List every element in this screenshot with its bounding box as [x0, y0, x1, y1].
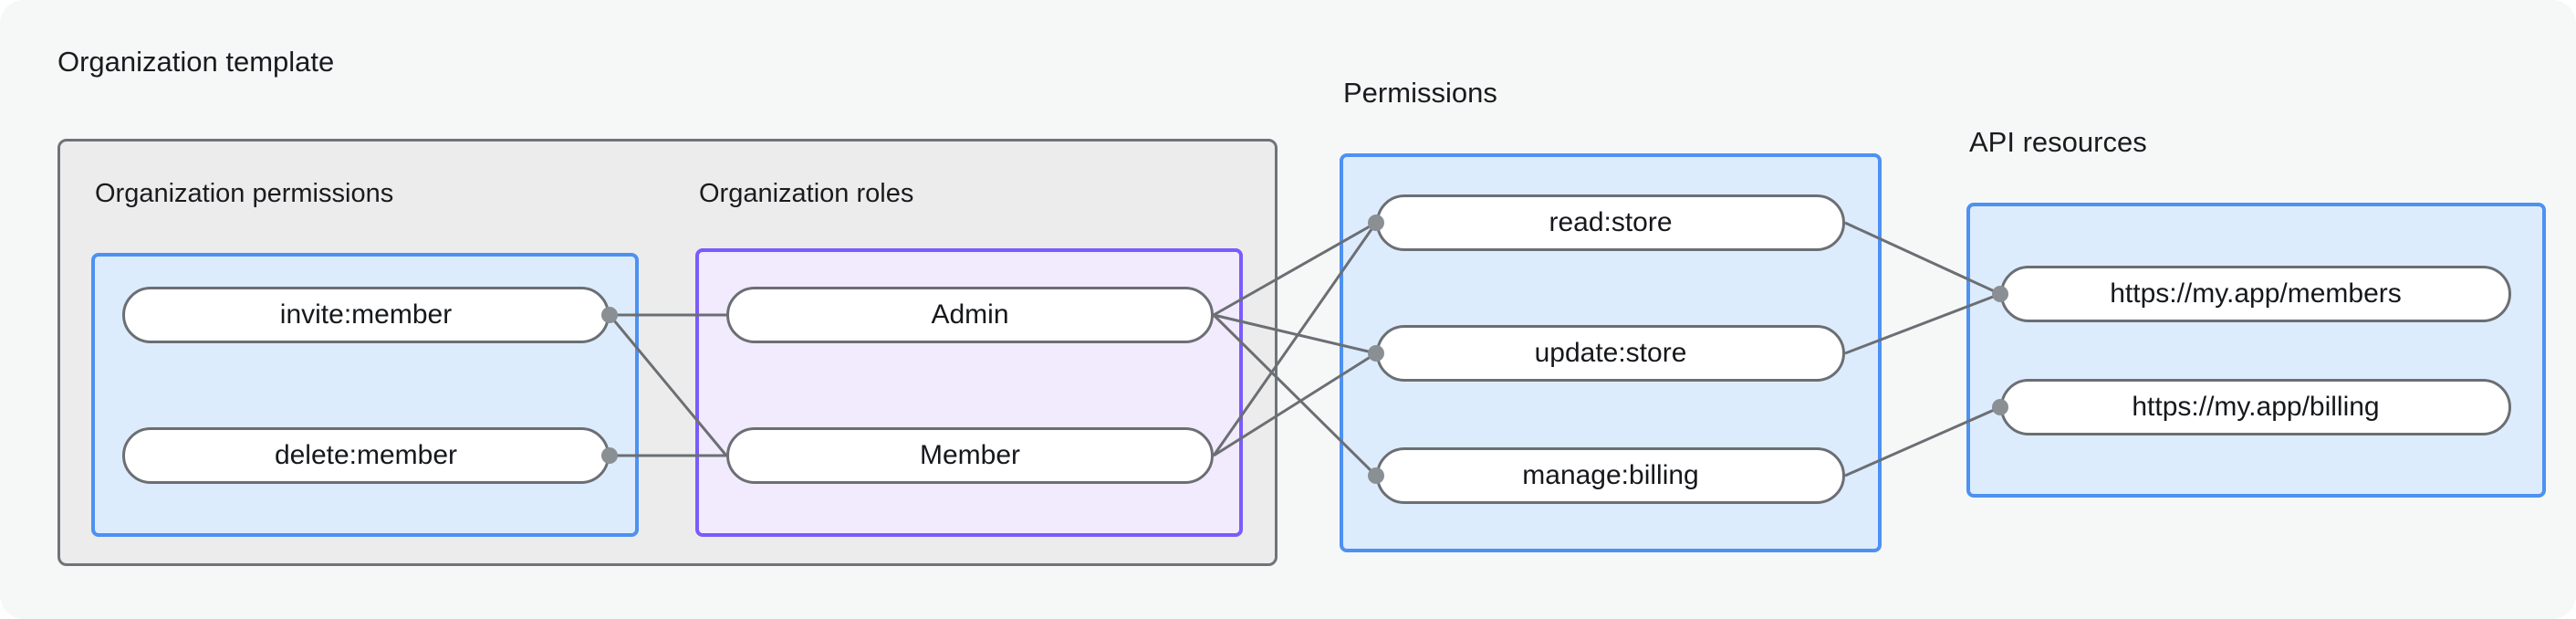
sub-title-organization-permissions: Organization permissions	[95, 179, 394, 208]
node-member[interactable]: Member	[726, 427, 1214, 484]
node-members-url[interactable]: https://my.app/members	[2000, 266, 2511, 322]
node-invite-member[interactable]: invite:member	[122, 287, 610, 343]
node-billing-url[interactable]: https://my.app/billing	[2000, 379, 2511, 435]
node-admin[interactable]: Admin	[726, 287, 1214, 343]
group-title-api-resources: API resources	[1969, 126, 2147, 158]
group-title-organization-template: Organization template	[57, 46, 335, 78]
api-resources-box	[1966, 203, 2546, 498]
node-update-store[interactable]: update:store	[1376, 325, 1845, 382]
node-manage-billing[interactable]: manage:billing	[1376, 447, 1845, 504]
node-read-store[interactable]: read:store	[1376, 194, 1845, 251]
sub-title-organization-roles: Organization roles	[699, 179, 914, 208]
node-delete-member[interactable]: delete:member	[122, 427, 610, 484]
group-title-permissions: Permissions	[1343, 77, 1497, 109]
